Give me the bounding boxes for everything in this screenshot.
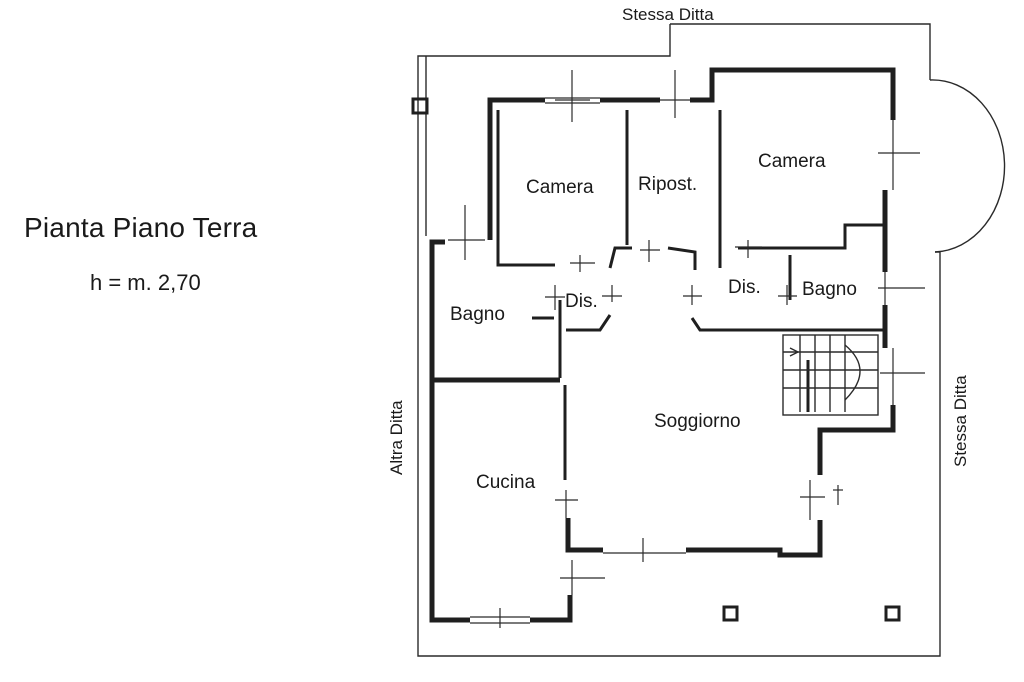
room-label-dis-left: Dis.: [565, 291, 598, 312]
room-label-camera-right: Camera: [758, 151, 826, 172]
lot-boundary: [670, 23, 931, 80]
room-label-cucina: Cucina: [476, 472, 536, 493]
right-neighbor-label: Stessa Ditta: [951, 375, 970, 467]
room-label-camera-left: Camera: [526, 177, 594, 198]
interior-walls: [496, 110, 885, 480]
plan-title: Pianta Piano Terra: [24, 212, 258, 243]
ceiling-height: h = m. 2,70: [90, 270, 201, 295]
room-label-soggiorno: Soggiorno: [654, 411, 741, 432]
pillar: [722, 605, 739, 622]
openings: [448, 70, 925, 628]
left-neighbor-label: Altra Ditta: [387, 400, 406, 475]
room-label-bagno-left: Bagno: [450, 304, 505, 325]
staircase: [782, 334, 879, 416]
pillar: [884, 605, 901, 622]
pillar: [411, 97, 429, 115]
room-label-bagno-right: Bagno: [802, 279, 857, 300]
room-label-ripostiglio: Ripost.: [638, 174, 697, 195]
lot-boundary-right: [417, 24, 941, 657]
exterior-walls: [429, 67, 896, 623]
bay-window-arc: [929, 79, 1006, 253]
room-label-dis-right: Dis.: [728, 277, 761, 298]
top-neighbor-label: Stessa Ditta: [622, 5, 714, 24]
